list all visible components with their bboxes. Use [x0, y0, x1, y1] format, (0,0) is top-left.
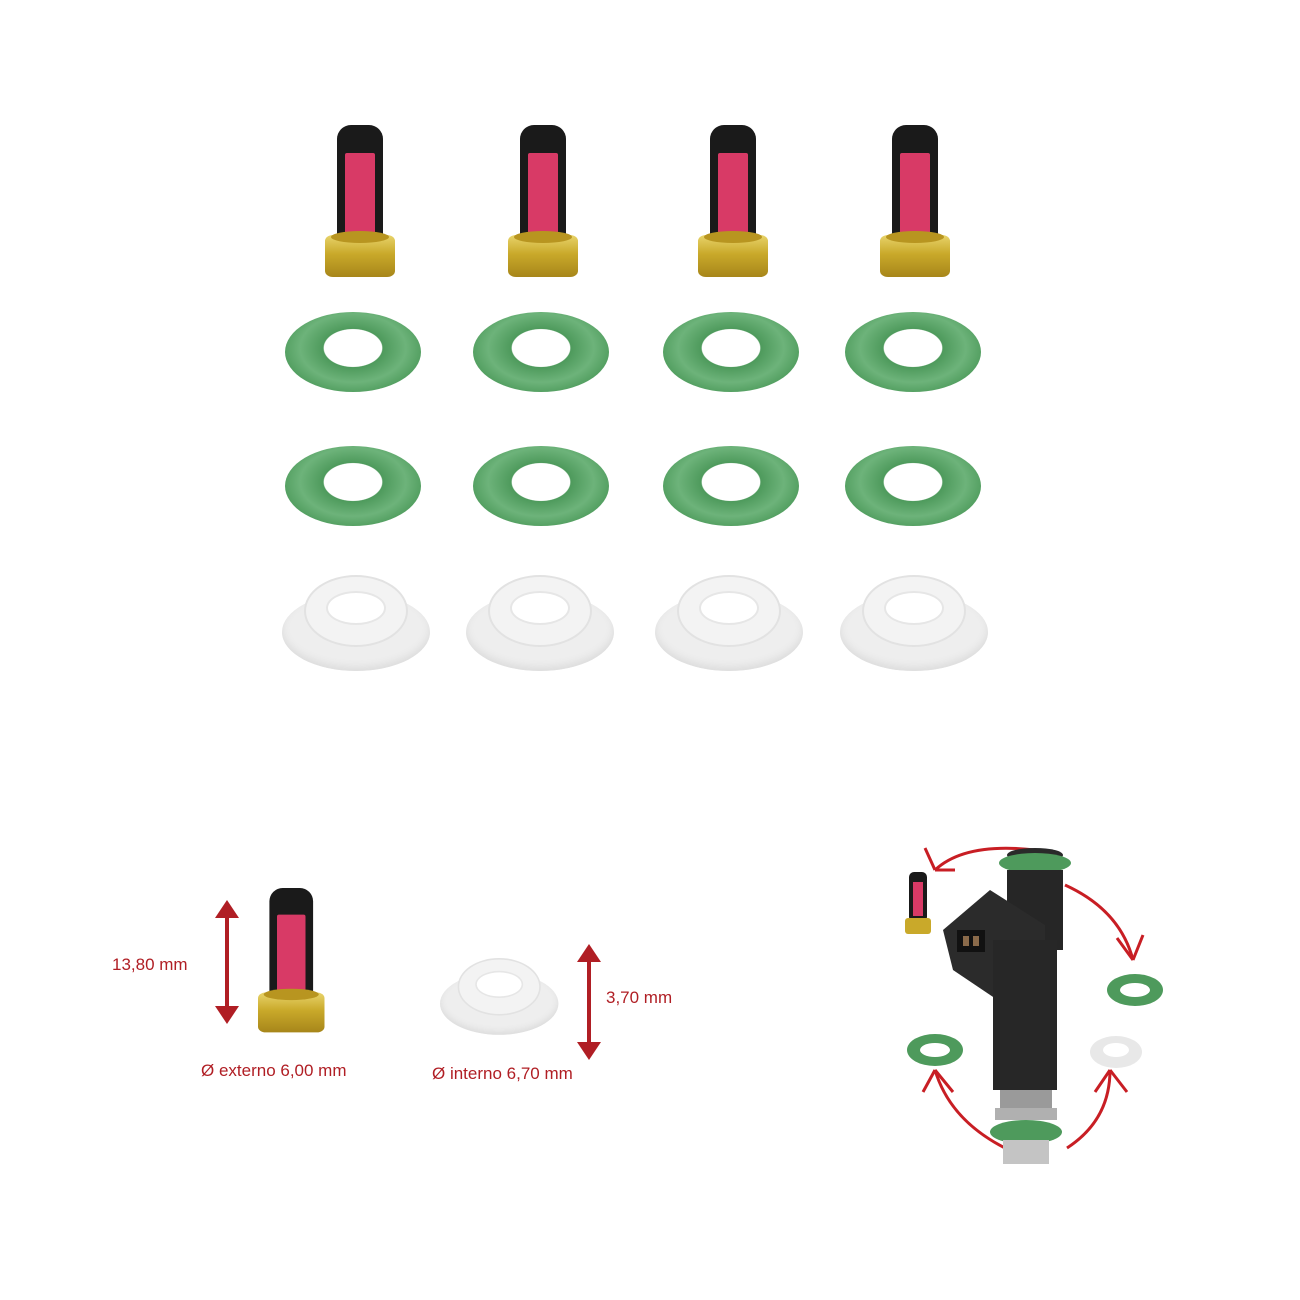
fuel-filter	[698, 125, 768, 285]
green-oring	[663, 312, 799, 392]
injector-diagram	[895, 830, 1175, 1210]
green-oring	[845, 312, 981, 392]
white-spacer-cup	[840, 575, 988, 671]
white-spacer-cup	[655, 575, 803, 671]
fuel-filter	[325, 125, 395, 285]
fuel-filter	[258, 888, 325, 1040]
fuel-filter	[508, 125, 578, 285]
height-arrow-icon	[577, 944, 601, 1060]
white-spacer-cup	[440, 958, 559, 1035]
cup-diameter-label: Ø interno 6,70 mm	[432, 1064, 573, 1083]
cup-height-label: 3,70 mm	[606, 988, 673, 1007]
green-oring	[473, 312, 609, 392]
green-oring	[285, 446, 421, 526]
height-arrow-icon	[215, 900, 239, 1024]
green-oring	[663, 446, 799, 526]
white-spacer-cup	[466, 575, 614, 671]
filter-diameter-label: Ø externo 6,00 mm	[201, 1061, 347, 1080]
green-oring	[845, 446, 981, 526]
filter-height-label: 13,80 mm	[112, 955, 188, 974]
white-spacer-cup	[282, 575, 430, 671]
green-oring	[285, 312, 421, 392]
green-oring	[473, 446, 609, 526]
fuel-filter	[880, 125, 950, 285]
injector-illustration	[905, 846, 1163, 1164]
